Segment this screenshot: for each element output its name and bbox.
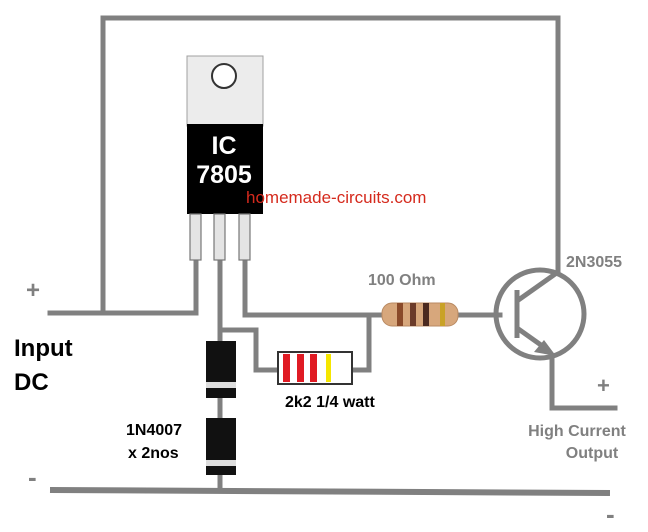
diodes-label-line2: x 2nos [128, 445, 179, 462]
output-pin-wire [242, 252, 395, 318]
output-plus: + [597, 373, 610, 398]
resistor-100-ohm-body [381, 302, 459, 327]
resistor-100-ohm-band-3 [423, 303, 429, 326]
ic-pin-output [238, 213, 251, 261]
resistor-2k2-label: 2k2 1/4 watt [285, 394, 376, 411]
output-label-line2: Output [566, 445, 619, 462]
input-label-line2: DC [14, 369, 49, 396]
collector-wire [100, 15, 561, 311]
transistor-label: 2N3055 [566, 254, 622, 271]
resistor-100-ohm-label: 100 Ohm [368, 272, 436, 289]
ground-rail [49, 487, 611, 496]
input-label-line1: Input [14, 335, 73, 362]
input-plus: + [26, 277, 40, 304]
resistor-2k2-band-2 [297, 354, 304, 382]
diodes-label-line1: 1N4007 [126, 422, 182, 439]
input-minus: - [28, 462, 37, 492]
ic-mounting-hole [211, 63, 237, 89]
resistor-100-ohm [381, 302, 459, 327]
diode-2-body [206, 418, 236, 475]
ic-label-line2: 7805 [196, 161, 252, 189]
watermark: homemade-circuits.com [246, 188, 426, 207]
resistor-100-ohm-band-4 [440, 303, 445, 326]
resistor-2k2-band-3 [310, 354, 317, 382]
resistor-2k2-right-wire [345, 312, 372, 373]
wires [47, 15, 618, 493]
resistor-2k2 [277, 351, 353, 385]
diode-2 [206, 418, 236, 475]
ic-pin-ground [213, 213, 226, 261]
ic-pin-input [189, 213, 202, 261]
diode-1-band [206, 382, 236, 388]
transistor-2n3055 [493, 267, 587, 361]
diode-1-body [206, 341, 236, 398]
input-positive-wire [47, 252, 199, 316]
ic-body [187, 124, 263, 214]
ic-7805: IC 7805 [186, 55, 264, 261]
transistor-circle [493, 267, 587, 361]
emitter-output-wire [549, 357, 618, 411]
output-label-line1: High Current [528, 423, 626, 440]
resistor-2k2-band-1 [283, 354, 290, 382]
transistor-emitter-arrow [534, 340, 556, 356]
resistor-2k2-band-4 [326, 354, 331, 382]
ic-label-line1: IC [212, 132, 237, 160]
diode-2-band [206, 460, 236, 466]
diode-1 [206, 341, 236, 398]
output-minus: - [606, 499, 615, 529]
resistor-100-ohm-band-2 [410, 303, 416, 326]
resistor-2k2-wire [217, 327, 288, 373]
transistor-collector-line [515, 269, 560, 304]
resistor-100-ohm-band-1 [397, 303, 403, 326]
